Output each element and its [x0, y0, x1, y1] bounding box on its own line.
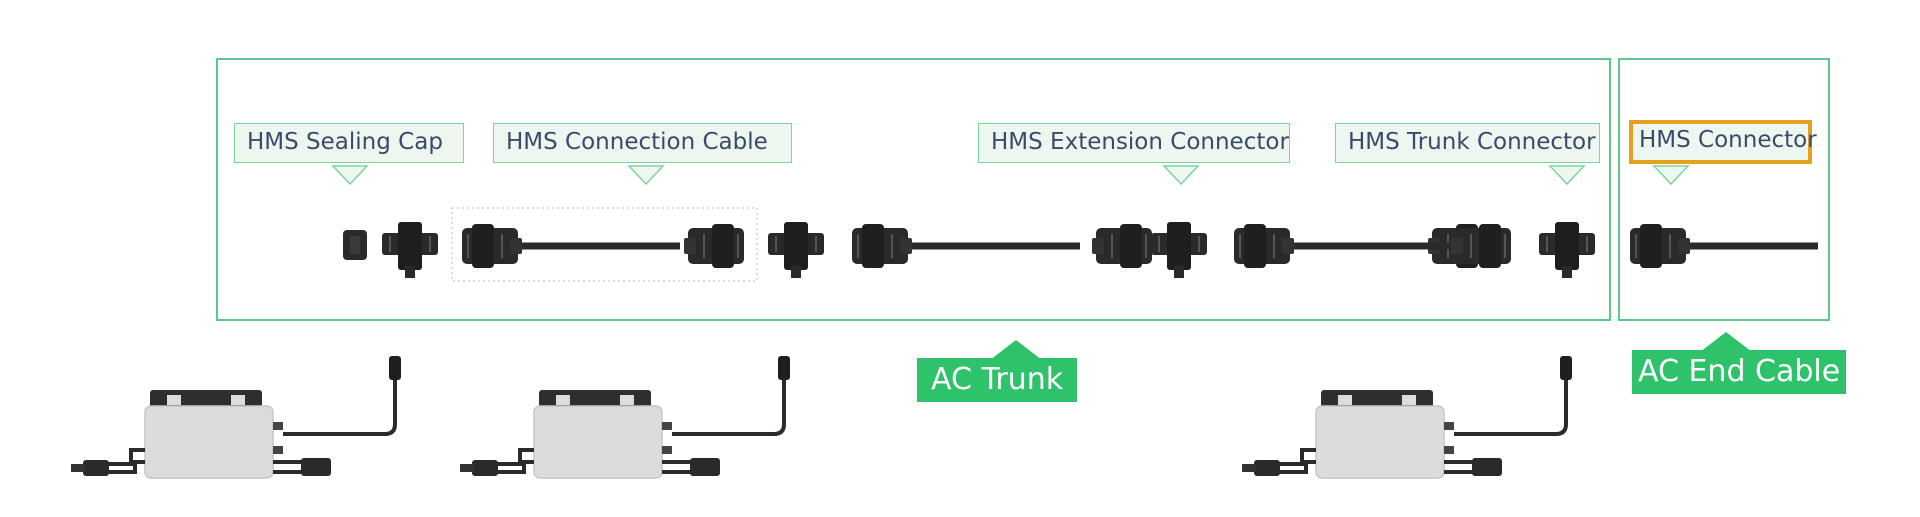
hms-trunk-connector-label: HMS Trunk Connector: [1335, 123, 1600, 163]
microinverter-icon: [1240, 354, 1574, 480]
ac-end-cable-frame: [1618, 58, 1830, 321]
microinverter-icon: [458, 354, 792, 480]
hms-connector-label: HMS Connector: [1629, 120, 1817, 164]
trunk-connector-icon: [1538, 221, 1596, 279]
microinverter-icon: [69, 354, 403, 480]
extension-connector-icon: [1150, 221, 1208, 279]
trunk-connector-icon: [767, 221, 825, 279]
hms-extension-connector-label: HMS Extension Connector: [978, 123, 1290, 163]
hms-sealing-cap-label: HMS Sealing Cap: [234, 123, 464, 163]
hms-connection-cable-label: HMS Connection Cable: [493, 123, 792, 163]
ac-end-cable-tag: AC End Cable: [1632, 350, 1847, 394]
ac-trunk-frame: [216, 58, 1611, 321]
ac-trunk-tag: AC Trunk: [917, 358, 1078, 402]
trunk-connector-icon: [381, 221, 439, 279]
